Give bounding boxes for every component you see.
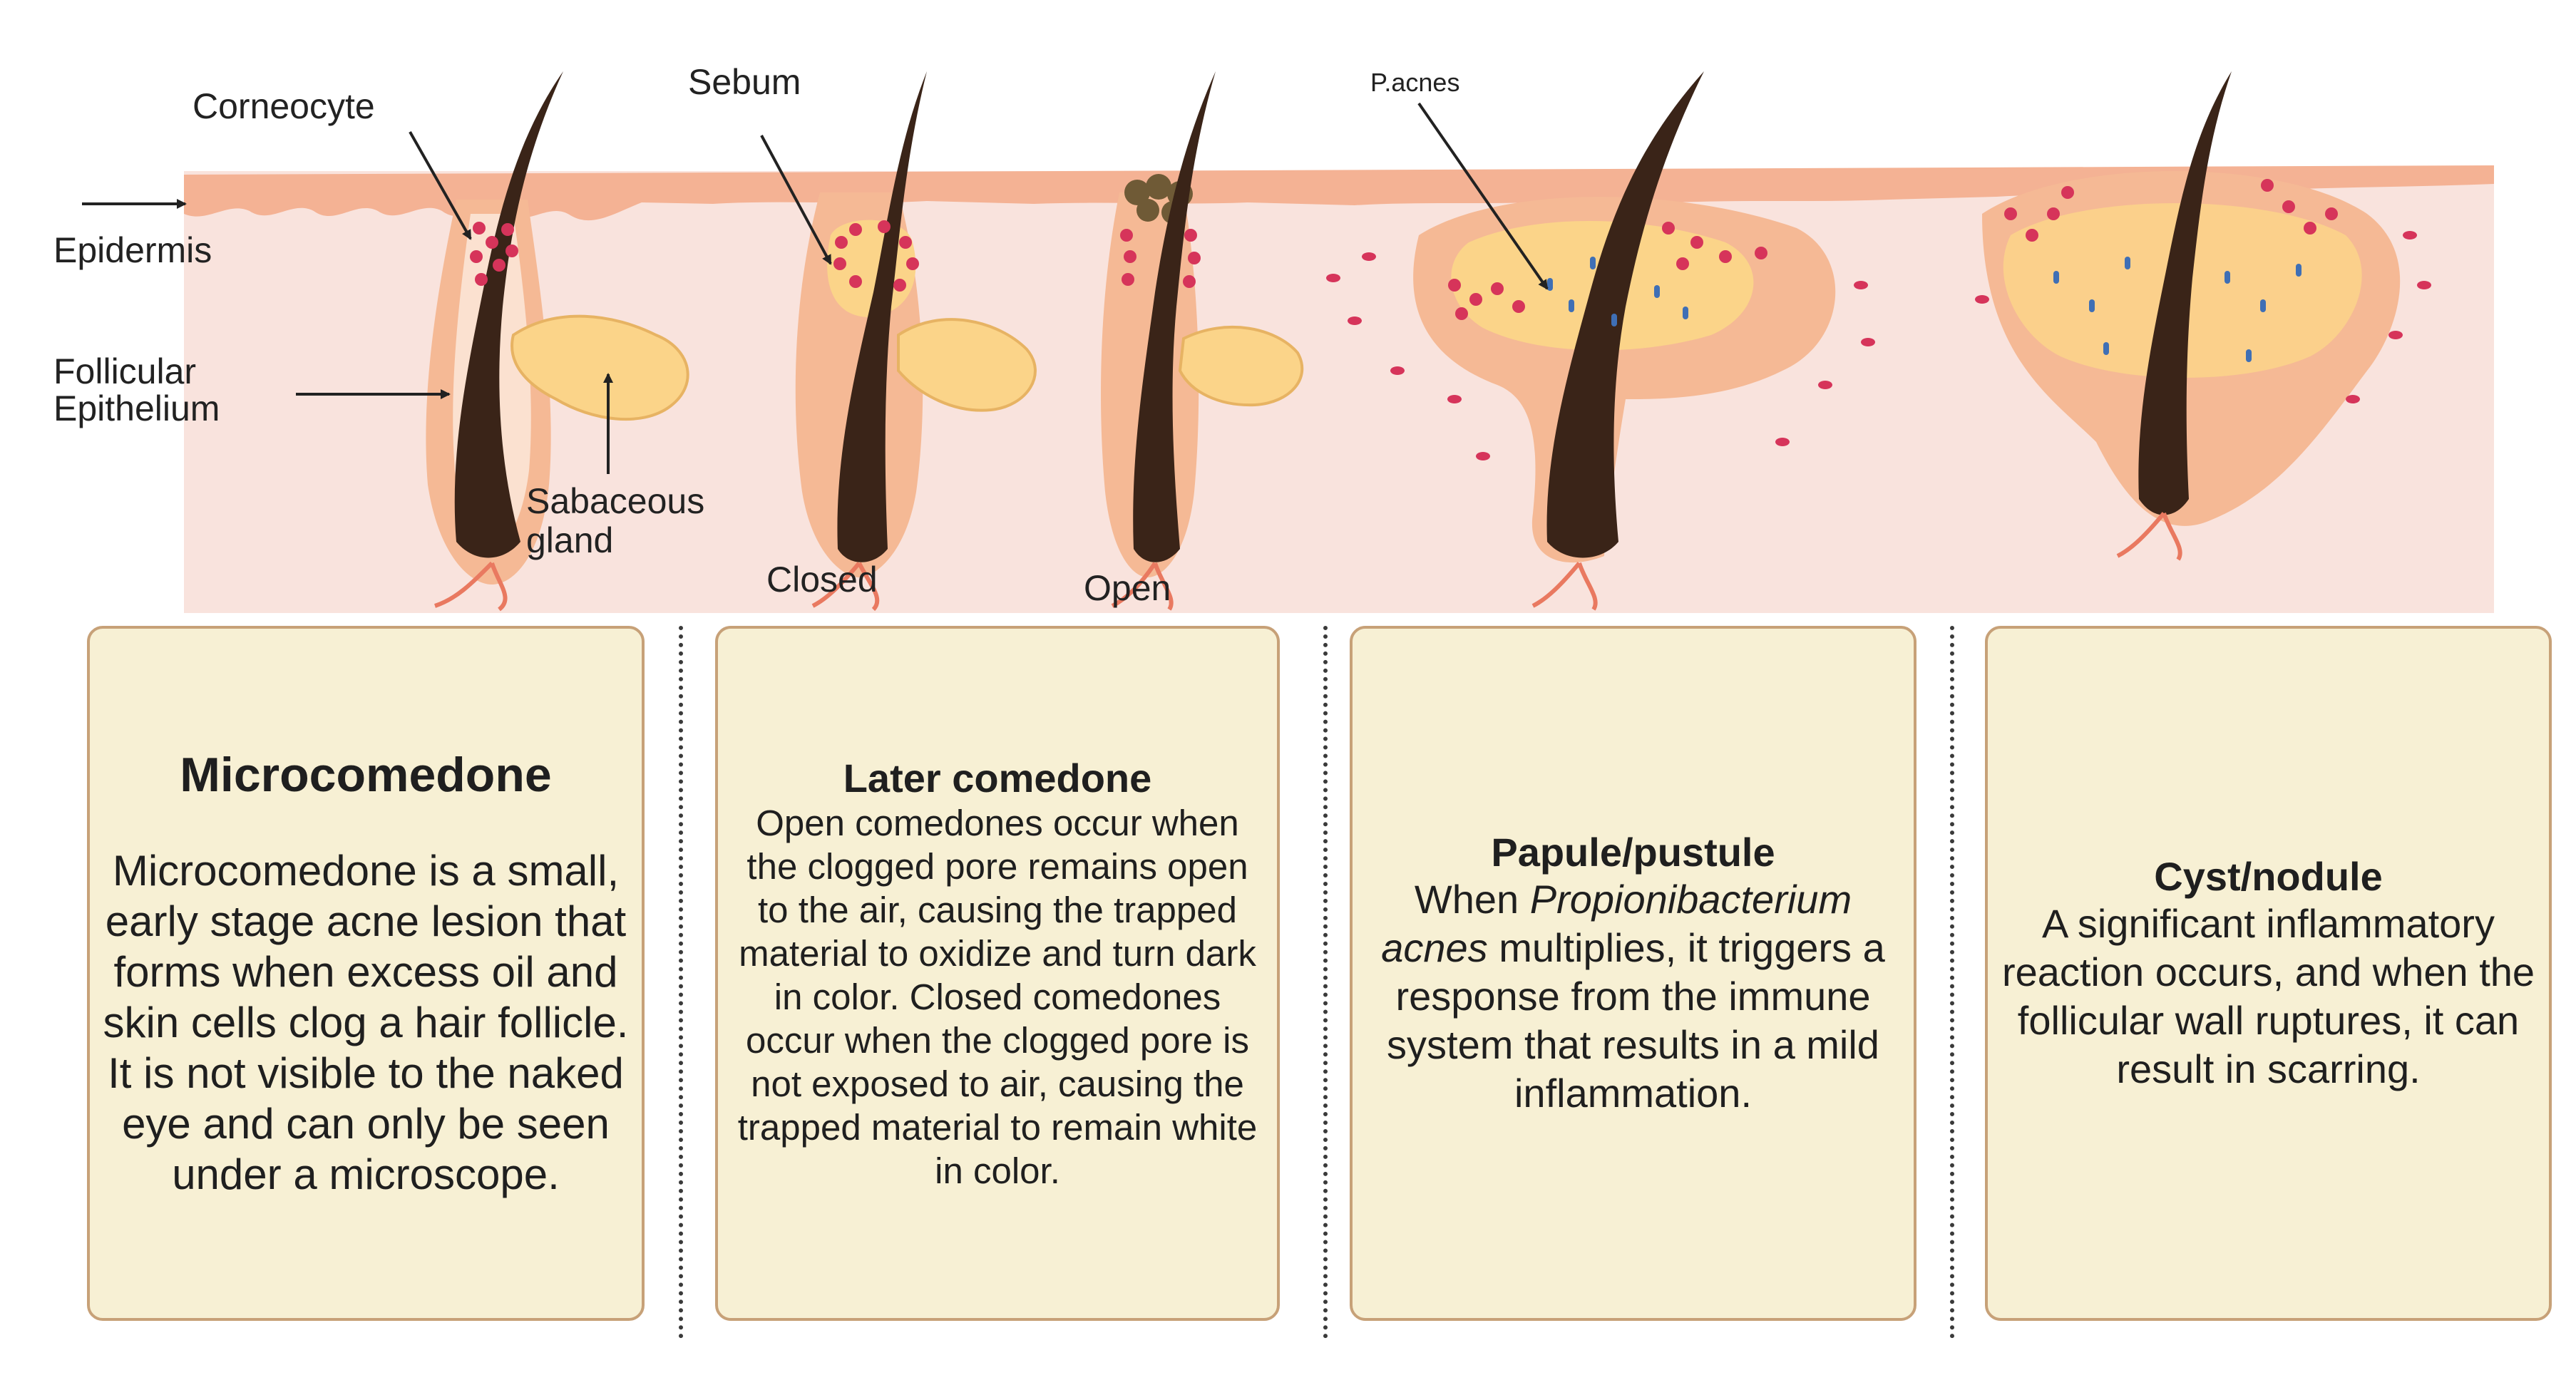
card-later-comedone: Later comedone Open comedones occur when… — [715, 626, 1280, 1321]
label-follicular-line1: Follicular — [53, 351, 196, 391]
label-corneocyte: Corneocyte — [193, 86, 375, 126]
divider-2 — [1323, 626, 1328, 1339]
sebum-cluster-3 — [1120, 229, 1201, 288]
stage-papule-pustule-illustration — [1326, 71, 1875, 611]
nerve-1 — [434, 561, 508, 612]
label-pacnes: P.acnes — [1370, 68, 1459, 97]
nerve-3 — [1111, 562, 1174, 611]
card-body-cyst-nodule: A significant inflammatory reaction occu… — [2001, 901, 2535, 1091]
sebum-cluster-2 — [833, 220, 919, 292]
sebaceous-gland-2 — [897, 318, 1037, 412]
scattered-cells-4 — [1326, 252, 1875, 460]
nerve-2 — [811, 562, 880, 612]
label-sebaceous-line2: gland — [526, 520, 613, 560]
divider-1 — [679, 626, 683, 1339]
card-title-papule-pustule: Papule/pustule — [1491, 830, 1775, 875]
hair-1 — [454, 71, 563, 558]
hair-4 — [1546, 71, 1704, 558]
stage-open-comedone-illustration — [1101, 71, 1304, 611]
nerve-5 — [2116, 512, 2182, 561]
bacteria-4 — [1547, 257, 1688, 326]
cyst-red-cells-5 — [1975, 179, 2431, 403]
label-sebum: Sebum — [688, 62, 801, 102]
divider-3 — [1950, 626, 1954, 1339]
bacteria-5 — [2053, 257, 2302, 362]
stage-microcomedone-illustration — [426, 71, 689, 612]
sebaceous-gland-3 — [1178, 325, 1304, 407]
card-body-papule-italic: Propionibacterium acnes — [1381, 877, 1852, 970]
stage-cyst-nodule-illustration — [1975, 71, 2431, 561]
card-body-microcomedone: Microcomedone is a small, early stage ac… — [103, 847, 629, 1198]
card-body-papule-pustule: When Propionibacterium acnes multiplies,… — [1365, 875, 1901, 1118]
stage-closed-comedone-illustration — [795, 71, 1037, 612]
card-cyst-nodule: Cyst/nodule A significant inflammatory r… — [1985, 626, 2552, 1321]
label-epidermis: Epidermis — [53, 230, 212, 270]
sebaceous-gland-1 — [510, 314, 689, 421]
arrow-corneocyte — [409, 131, 472, 240]
label-sebaceous-line1: Sabaceous — [526, 481, 704, 521]
card-papule-pustule: Papule/pustule When Propionibacterium ac… — [1350, 626, 1916, 1321]
card-title-microcomedone: Microcomedone — [180, 748, 552, 802]
card-body-papule-post: multiplies, it triggers a response from … — [1387, 925, 1885, 1116]
hair-3 — [1133, 71, 1216, 562]
label-closed: Closed — [766, 560, 878, 599]
arrow-sebum — [760, 135, 832, 265]
label-open: Open — [1084, 568, 1171, 608]
sebum-cluster-1 — [470, 222, 518, 286]
card-microcomedone: Microcomedone Microcomedone is a small, … — [87, 626, 645, 1321]
hair-5 — [2138, 71, 2232, 515]
hair-2 — [837, 71, 927, 562]
epidermis-layer — [184, 165, 2494, 221]
nerve-4 — [1531, 562, 1598, 611]
label-follicular-line2: Epithelium — [53, 388, 220, 428]
card-title-cyst-nodule: Cyst/nodule — [2154, 854, 2383, 899]
card-title-later-comedone: Later comedone — [843, 755, 1152, 800]
card-body-later-comedone: Open comedones occur when the clogged po… — [737, 802, 1258, 1191]
arrow-pacnes — [1417, 102, 1549, 290]
card-body-papule-pre: When — [1414, 877, 1530, 922]
pustule-red-cells-4 — [1448, 222, 1767, 320]
